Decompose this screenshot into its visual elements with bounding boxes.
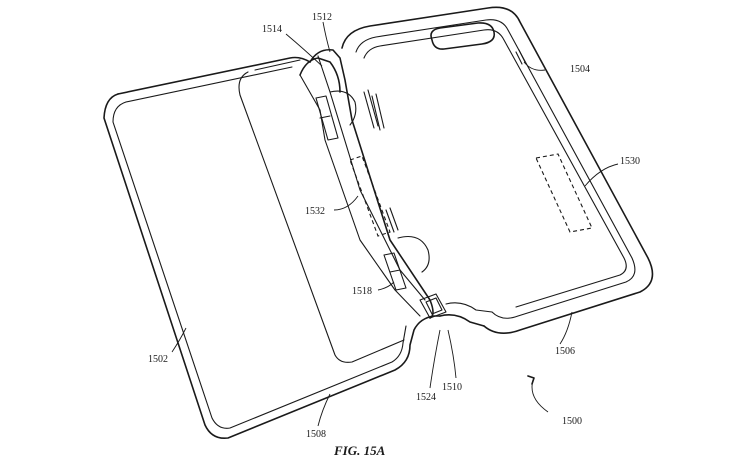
label-1506: 1506 xyxy=(555,346,575,357)
figure-caption: FIG. 15A xyxy=(333,443,386,458)
label-1514: 1514 xyxy=(262,24,282,35)
label-1504: 1504 xyxy=(570,64,590,75)
reference-labels: 1512 1514 1504 1530 1532 1518 1502 1506 … xyxy=(148,12,640,440)
label-1508: 1508 xyxy=(306,429,326,440)
hinge-spine xyxy=(299,48,447,319)
label-1524: 1524 xyxy=(416,392,436,403)
label-1532: 1532 xyxy=(305,206,325,217)
label-1518: 1518 xyxy=(352,286,372,297)
right-phone-case xyxy=(341,6,654,334)
left-cover-flap xyxy=(103,56,441,440)
label-1512: 1512 xyxy=(312,12,332,23)
label-1502: 1502 xyxy=(148,354,168,365)
leader-lines xyxy=(171,21,619,427)
label-1530: 1530 xyxy=(620,156,640,167)
label-1500: 1500 xyxy=(562,416,582,427)
label-1510: 1510 xyxy=(442,382,462,393)
